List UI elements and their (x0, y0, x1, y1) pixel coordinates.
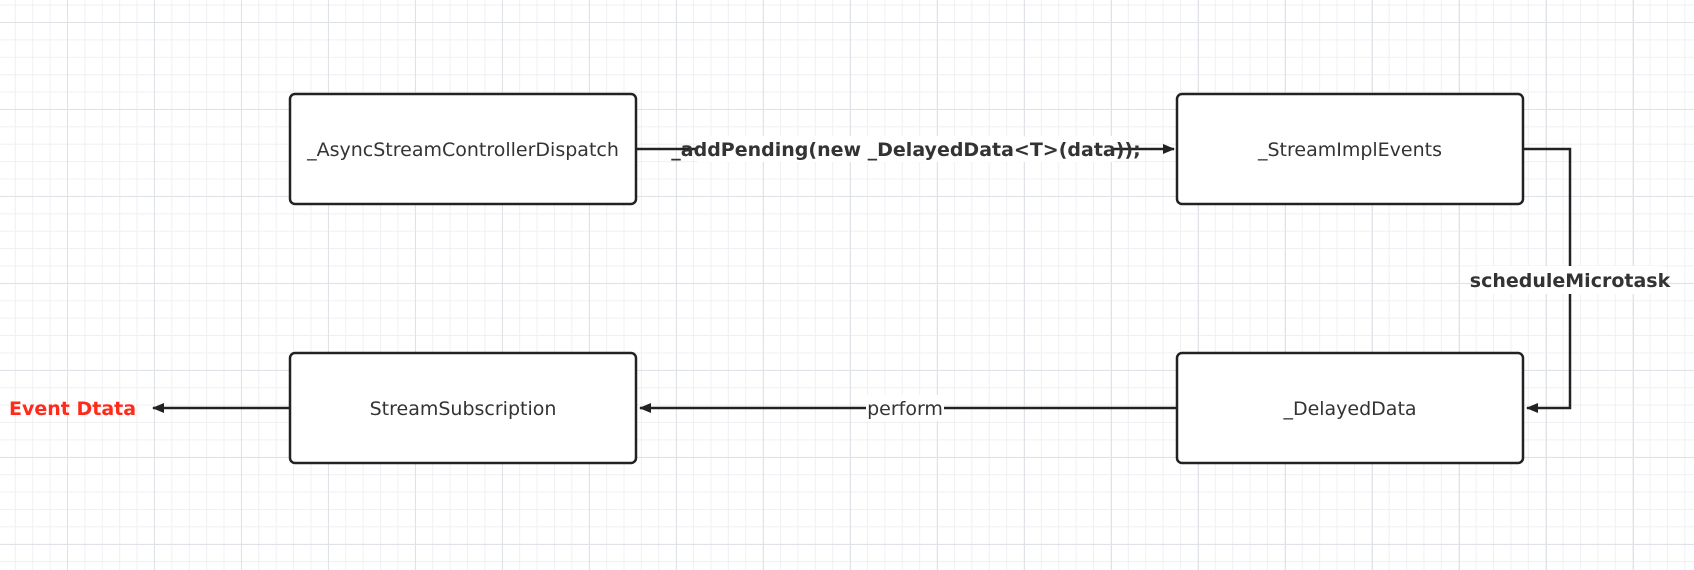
edge-schedule-microtask-label: scheduleMicrotask (1470, 270, 1671, 292)
edge-schedule-microtask[interactable]: scheduleMicrotask (1470, 147, 1671, 413)
edge-add-pending-label: _addPending(new _DelayedData<T>(data)); (671, 139, 1140, 161)
output-event-label: Event Dtata (9, 398, 136, 420)
node-impl-events-box[interactable] (1175, 92, 1525, 206)
edge-perform-label-bg (866, 395, 944, 421)
edge-add-pending[interactable]: _addPending(new _DelayedData<T>(data)); (636, 136, 1175, 162)
edge-schedule-microtask-label-bg (1478, 266, 1662, 294)
edge-perform-label: perform (867, 398, 943, 420)
node-dispatch[interactable]: _AsyncStreamControllerDispatch (288, 92, 638, 206)
node-impl-events[interactable]: _StreamImplEvents (1175, 92, 1525, 206)
node-dispatch-label: _AsyncStreamControllerDispatch (306, 139, 619, 161)
edge-perform[interactable]: perform (639, 395, 1176, 421)
node-dispatch-box[interactable] (288, 92, 638, 206)
node-subscription[interactable]: StreamSubscription (288, 351, 638, 465)
node-impl-events-label: _StreamImplEvents (1257, 139, 1442, 161)
node-delayed-data-label: _DelayedData (1282, 398, 1416, 420)
node-subscription-box[interactable] (288, 351, 638, 465)
node-subscription-label: StreamSubscription (370, 398, 557, 420)
edge-add-pending-label-bg (698, 136, 1114, 162)
node-delayed-data[interactable]: _DelayedData (1175, 351, 1525, 465)
node-delayed-data-box[interactable] (1175, 351, 1525, 465)
